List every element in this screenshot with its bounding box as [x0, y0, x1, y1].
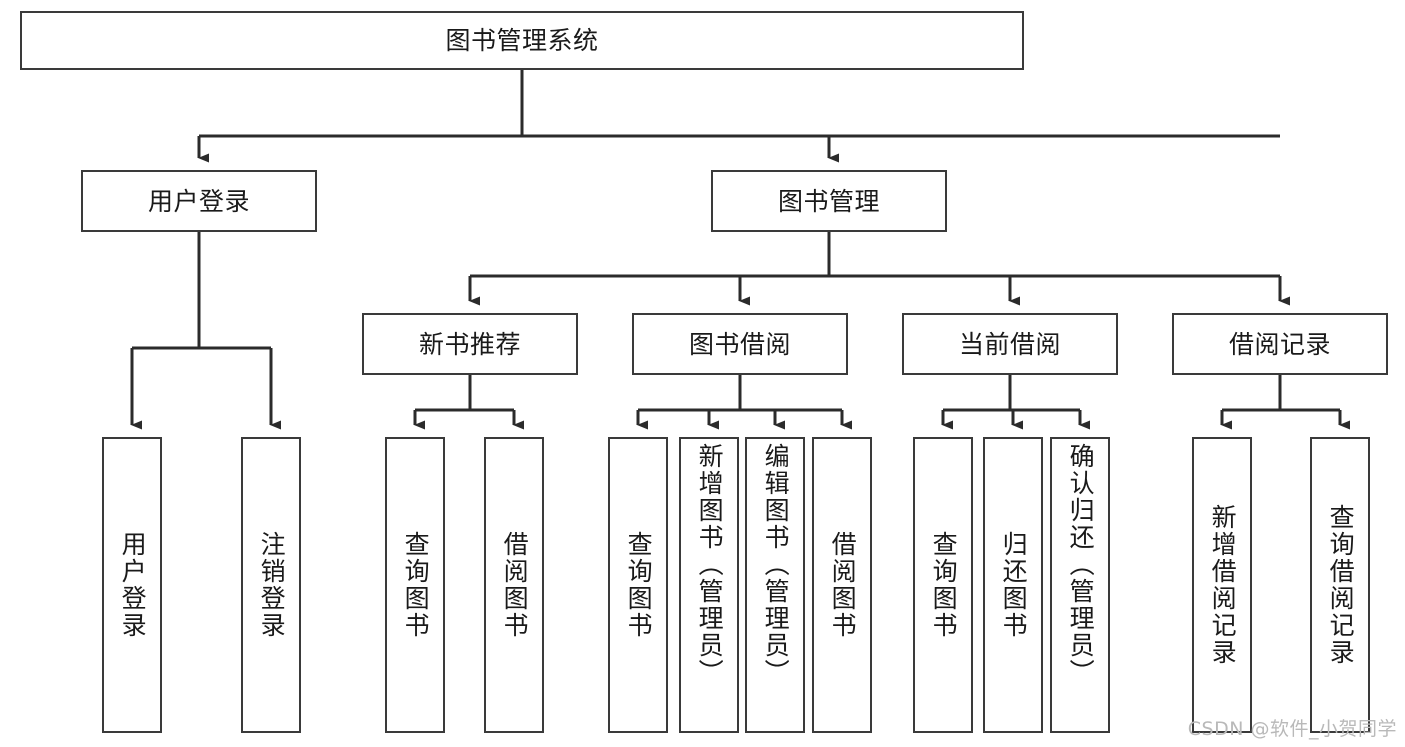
node-bb-edit-book-label: 编辑图书（管理员） — [761, 443, 791, 686]
node-borrow-record[interactable]: 借阅记录 — [1172, 313, 1388, 375]
node-nbr-borrow-book[interactable]: 借阅图书 — [484, 437, 544, 733]
edge-cb-bus — [943, 375, 1080, 412]
node-root-label: 图书管理系统 — [445, 26, 599, 55]
edge-bookmgmt-bus — [470, 232, 1280, 278]
node-book-borrow-label: 图书借阅 — [688, 329, 791, 359]
node-cb-return-book-label: 归还图书 — [999, 531, 1029, 639]
node-root[interactable]: 图书管理系统 — [20, 11, 1024, 70]
node-bb-borrow-book[interactable]: 借阅图书 — [812, 437, 872, 733]
node-user-logout[interactable]: 注销登录 — [241, 437, 301, 733]
node-book-borrow[interactable]: 图书借阅 — [632, 313, 848, 375]
edge-br-bus — [1222, 375, 1340, 412]
node-user-login-do-label: 用户登录 — [118, 531, 148, 639]
node-new-book-recommend-label: 新书推荐 — [418, 329, 521, 359]
node-br-query-record-label: 查询借阅记录 — [1326, 504, 1356, 666]
node-br-query-record[interactable]: 查询借阅记录 — [1310, 437, 1370, 733]
node-book-management-label: 图书管理 — [777, 186, 880, 216]
node-cb-query-book[interactable]: 查询图书 — [913, 437, 973, 733]
node-cb-confirm-return-label: 确认归还（管理员） — [1066, 443, 1096, 686]
node-current-borrow[interactable]: 当前借阅 — [902, 313, 1118, 375]
node-book-management[interactable]: 图书管理 — [711, 170, 947, 232]
node-br-add-record-label: 新增借阅记录 — [1208, 504, 1238, 666]
node-new-book-recommend[interactable]: 新书推荐 — [362, 313, 578, 375]
node-cb-confirm-return[interactable]: 确认归还（管理员） — [1050, 437, 1110, 733]
csdn-watermark: CSDN @软件_小贺同学 — [1187, 718, 1397, 740]
node-bb-query-book[interactable]: 查询图书 — [608, 437, 668, 733]
node-bb-query-book-label: 查询图书 — [624, 531, 654, 639]
node-user-logout-label: 注销登录 — [257, 531, 287, 639]
edge-bb-bus — [638, 375, 842, 412]
node-nbr-borrow-book-label: 借阅图书 — [500, 531, 530, 639]
node-user-login[interactable]: 用户登录 — [81, 170, 317, 232]
edge-userlogin-bus — [132, 232, 271, 350]
node-bb-edit-book[interactable]: 编辑图书（管理员） — [745, 437, 805, 733]
edge-nbr-bus — [415, 375, 514, 412]
node-current-borrow-label: 当前借阅 — [958, 329, 1061, 359]
node-borrow-record-label: 借阅记录 — [1228, 329, 1331, 359]
edge-root-bus — [199, 70, 1280, 138]
node-nbr-query-book[interactable]: 查询图书 — [385, 437, 445, 733]
node-cb-return-book[interactable]: 归还图书 — [983, 437, 1043, 733]
node-br-add-record[interactable]: 新增借阅记录 — [1192, 437, 1252, 733]
node-bb-borrow-book-label: 借阅图书 — [828, 531, 858, 639]
node-cb-query-book-label: 查询图书 — [929, 531, 959, 639]
node-bb-add-book[interactable]: 新增图书（管理员） — [679, 437, 739, 733]
node-nbr-query-book-label: 查询图书 — [401, 531, 431, 639]
node-user-login-do[interactable]: 用户登录 — [102, 437, 162, 733]
node-bb-add-book-label: 新增图书（管理员） — [695, 443, 725, 686]
node-user-login-label: 用户登录 — [147, 186, 250, 216]
